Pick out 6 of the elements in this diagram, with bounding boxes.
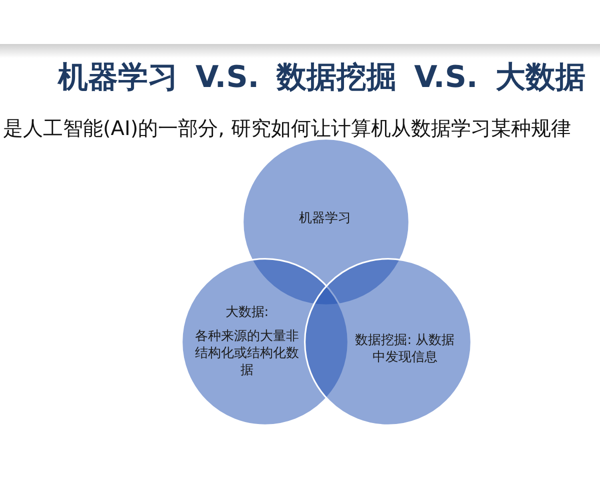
circle-label: 数据挖掘: 从数据中发现信息 <box>354 332 456 366</box>
slide-title: 机器学习 V.S. 数据挖掘 V.S. 大数据 <box>58 59 586 97</box>
circle-label: 机器学习 <box>298 210 352 227</box>
subtitle-text: 是人工智能(AI)的一部分, 研究如何让计算机从数据学习某种规律 <box>3 115 571 141</box>
circle-heading: 大数据: <box>224 304 270 321</box>
circle-label: 各种来源的大量非结构化或结构化数据 <box>194 328 300 379</box>
